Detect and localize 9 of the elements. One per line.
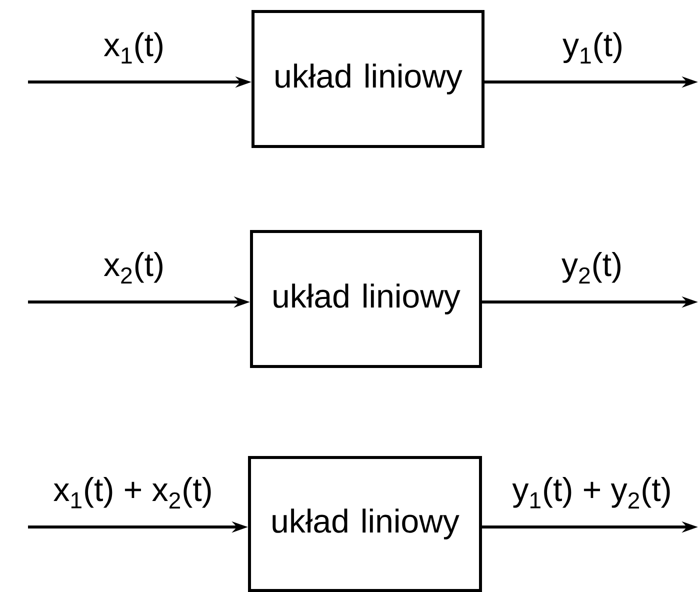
edge-label: x$_{1}$(t) + x$_{2}$(t)	[54, 477, 211, 508]
edge-label: y$_{1}$(t)	[562, 32, 622, 64]
edge-label: y$_{1}$(t) + y$_{2}$(t)	[512, 477, 670, 508]
edge-label: x$_{2}$(t)	[104, 252, 162, 284]
edge-label: x$_{1}$(t)	[104, 32, 162, 64]
process-box: układ liniowy	[252, 10, 484, 148]
process-box: układ liniowy	[248, 456, 482, 592]
edge-label: y$_{2}$(t)	[562, 252, 620, 284]
process-box: układ liniowy	[250, 230, 482, 368]
